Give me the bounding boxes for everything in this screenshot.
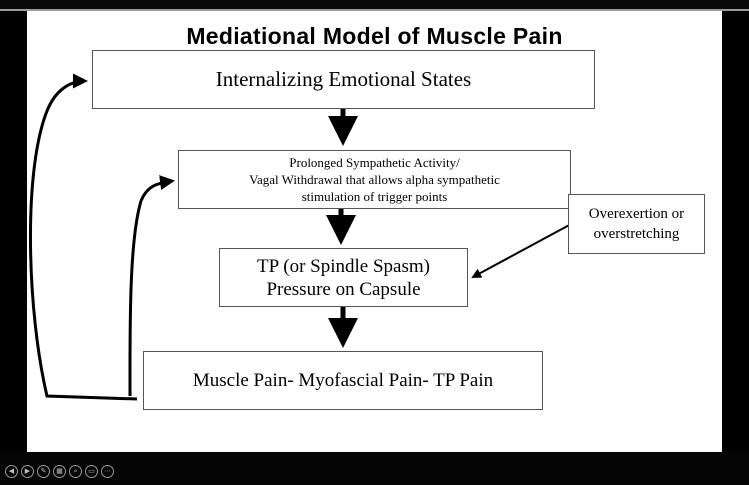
next-slide-icon[interactable]: ▶ [21,465,34,478]
box-internalizing-label: Internalizing Emotional States [215,67,472,91]
diagram-arrows [29,73,574,401]
box-overexertion-label: Overexertion or overstretching [588,206,685,242]
feedback-arrow-inner [128,175,175,397]
zoom-icon[interactable]: ⌕ [69,465,82,478]
box-muscle-pain: Muscle Pain- Myofascial Pain- TP Pain [143,351,543,410]
box-sympathetic-label: Prolonged Sympathetic Activity/ Vagal Wi… [249,155,500,204]
previous-slide-icon[interactable]: ◀ [5,465,18,478]
slideshow-controls: ◀ ▶ ✎ ▦ ⌕ ▭ ⋯ [5,465,114,479]
presenter-toolbar [0,452,749,485]
box-pain-label: Muscle Pain- Myofascial Pain- TP Pain [192,369,494,391]
box-tp-pressure-on-capsule: TP (or Spindle Spasm) Pressure on Capsul… [219,248,468,307]
box-internalizing-emotional-states: Internalizing Emotional States [92,50,595,109]
box-tp-label: TP (or Spindle Spasm) Pressure on Capsul… [257,255,430,300]
arrow-overexertion-to-tp [471,222,574,278]
top-bar-divider [0,9,749,11]
subtitles-icon[interactable]: ▭ [85,465,98,478]
slide-title: Mediational Model of Muscle Pain [186,23,563,49]
box-overexertion: Overexertion or overstretching [568,194,705,254]
slides-grid-icon[interactable]: ▦ [53,465,66,478]
top-window-bar [0,0,749,9]
pen-icon[interactable]: ✎ [37,465,50,478]
feedback-arrow-outer [29,73,138,401]
box-prolonged-sympathetic-activity: Prolonged Sympathetic Activity/ Vagal Wi… [178,150,571,209]
more-options-icon[interactable]: ⋯ [101,465,114,478]
slide-canvas: Mediational Model of Muscle Pain Interna… [27,11,722,452]
